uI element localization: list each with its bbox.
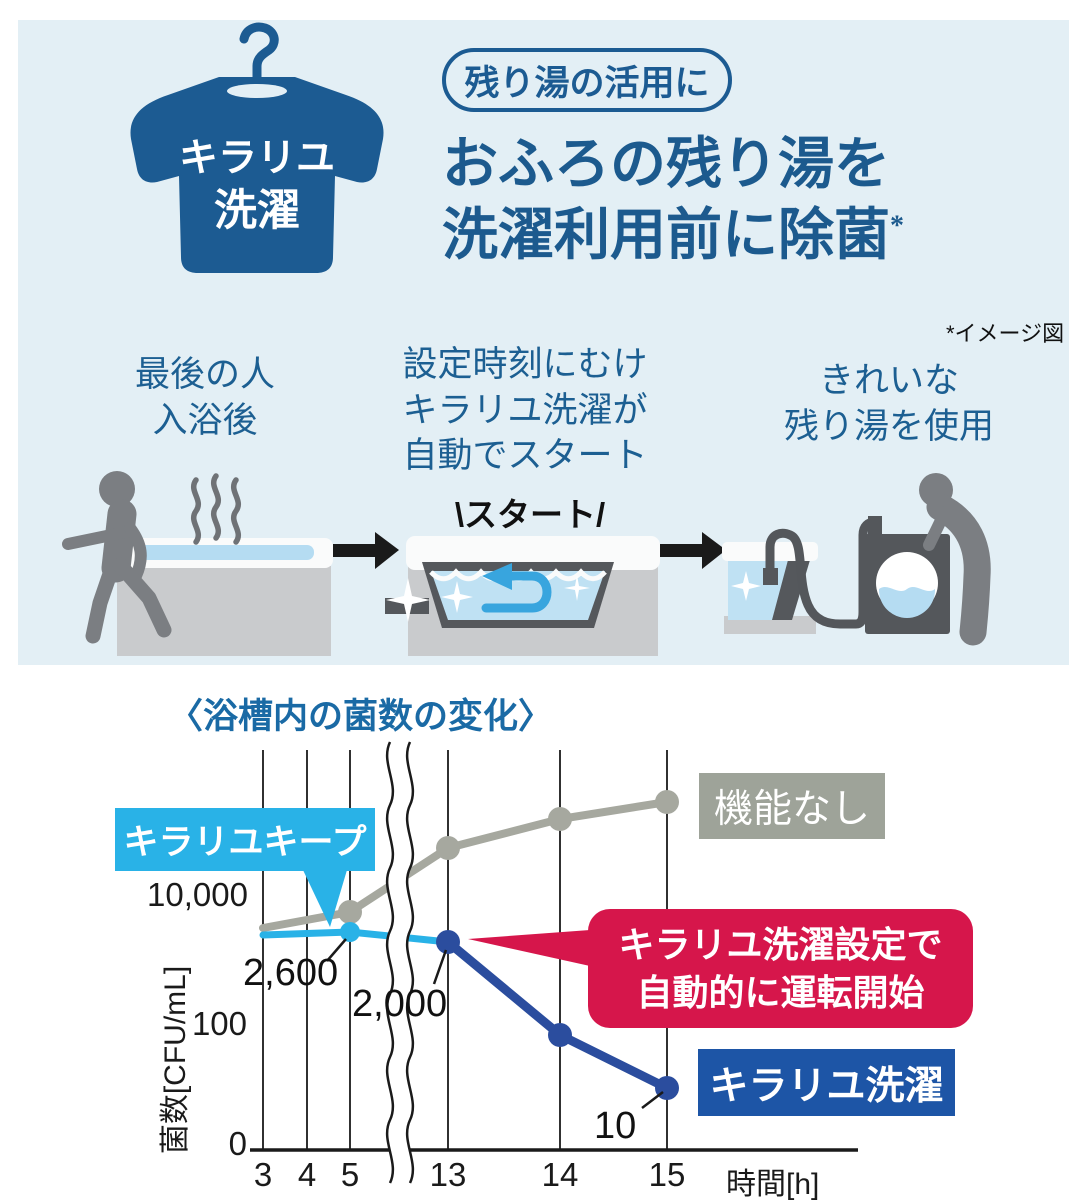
hero-illustration-svg: キラリユ 洗濯	[62, 22, 991, 656]
hero-heading-line2: 洗濯利用前に除菌*	[442, 205, 904, 268]
bathtub-base	[724, 616, 816, 634]
start-callout: \スタート/	[454, 496, 606, 533]
x-tick-3: 3	[253, 1156, 273, 1193]
y-tick-0: 0	[228, 1125, 247, 1162]
step3-reuse-icon	[722, 473, 991, 646]
hero-heading-line1: おふろの残り湯を	[442, 134, 890, 196]
leader-lines	[326, 938, 664, 1109]
y-tick-10000: 10,000	[147, 876, 248, 913]
tshirt-hanger-icon: キラリユ 洗濯	[130, 22, 384, 273]
y-tick-100: 100	[191, 1005, 247, 1042]
value-label-10: 10	[594, 1105, 637, 1147]
chart-title: 〈浴槽内の菌数の変化〉	[168, 697, 554, 736]
x-tick-15: 15	[648, 1156, 686, 1193]
step2-bath-clean-icon	[385, 536, 660, 656]
tshirt-label-line2: 洗濯	[214, 187, 300, 235]
person-walking-icon	[62, 471, 172, 644]
tshirt-label-line1: キラリユ	[179, 137, 335, 180]
bacteria-chart: 〈浴槽内の菌数の変化〉 10,000 100 0 菌数[CFU/mL] 3 4 …	[0, 680, 1087, 1201]
step1-label: 最後の人 入浴後	[134, 355, 275, 440]
image-note: *イメージ図	[946, 321, 1065, 346]
x-tick-5: 5	[340, 1156, 360, 1193]
step1-bath-icon	[62, 471, 333, 656]
heading-asterisk: *	[890, 210, 904, 242]
x-axis-title: 時間[h]	[726, 1168, 820, 1201]
bathtub-rim	[406, 536, 660, 570]
arrow-right-icon	[660, 532, 726, 569]
tshirt-body	[130, 77, 384, 273]
step3-label: きれいな 残り湯を使用	[783, 361, 994, 446]
usage-badge: 残り湯の活用に	[442, 48, 732, 112]
axis-break-lines	[385, 741, 415, 1184]
keep-callout: キラリユキープ	[115, 808, 375, 871]
hero-heading: おふろの残り湯を 洗濯利用前に除菌*	[442, 130, 1062, 272]
keep-point	[340, 922, 360, 942]
auto-start-line1: キラリユ洗濯設定で	[618, 923, 943, 965]
no-function-legend: 機能なし	[699, 773, 885, 839]
wash-legend: キラリユ洗濯	[698, 1049, 955, 1116]
auto-start-line2: 自動的に運転開始	[636, 971, 925, 1013]
x-tick-13: 13	[429, 1156, 467, 1193]
x-tick-14: 14	[541, 1156, 579, 1193]
step2-label: 設定時刻にむけ キラリユ洗濯が 自動でスタート	[402, 345, 648, 475]
tshirt-neckline	[227, 84, 287, 98]
auto-callout-pointer	[468, 930, 590, 966]
sparkle-icon	[386, 575, 590, 622]
hanger-hook-icon	[239, 22, 279, 82]
bathtub-water	[136, 545, 314, 560]
arrow-right-icon	[333, 532, 399, 569]
circulation-arrowhead	[482, 563, 512, 590]
bathtub-water	[431, 571, 605, 620]
x-tick-4: 4	[297, 1156, 317, 1193]
hose-icon	[765, 517, 880, 629]
circulation-arrow-icon	[481, 571, 552, 613]
washing-machine-icon	[865, 516, 950, 634]
steam-icon	[191, 473, 241, 545]
no-function-points	[338, 790, 679, 924]
value-label-2000: 2,000	[352, 983, 448, 1025]
person-leaning-icon	[919, 473, 991, 646]
y-axis-title: 菌数[CFU/mL]	[159, 965, 192, 1155]
sparkle-icon	[731, 571, 761, 601]
value-label-2600: 2,600	[243, 952, 339, 994]
hero-panel: キラリユ 洗濯	[18, 20, 1069, 665]
keep-callout-pointer	[303, 870, 347, 927]
auto-start-callout: キラリユ洗濯設定で 自動的に運転開始	[588, 909, 973, 1028]
